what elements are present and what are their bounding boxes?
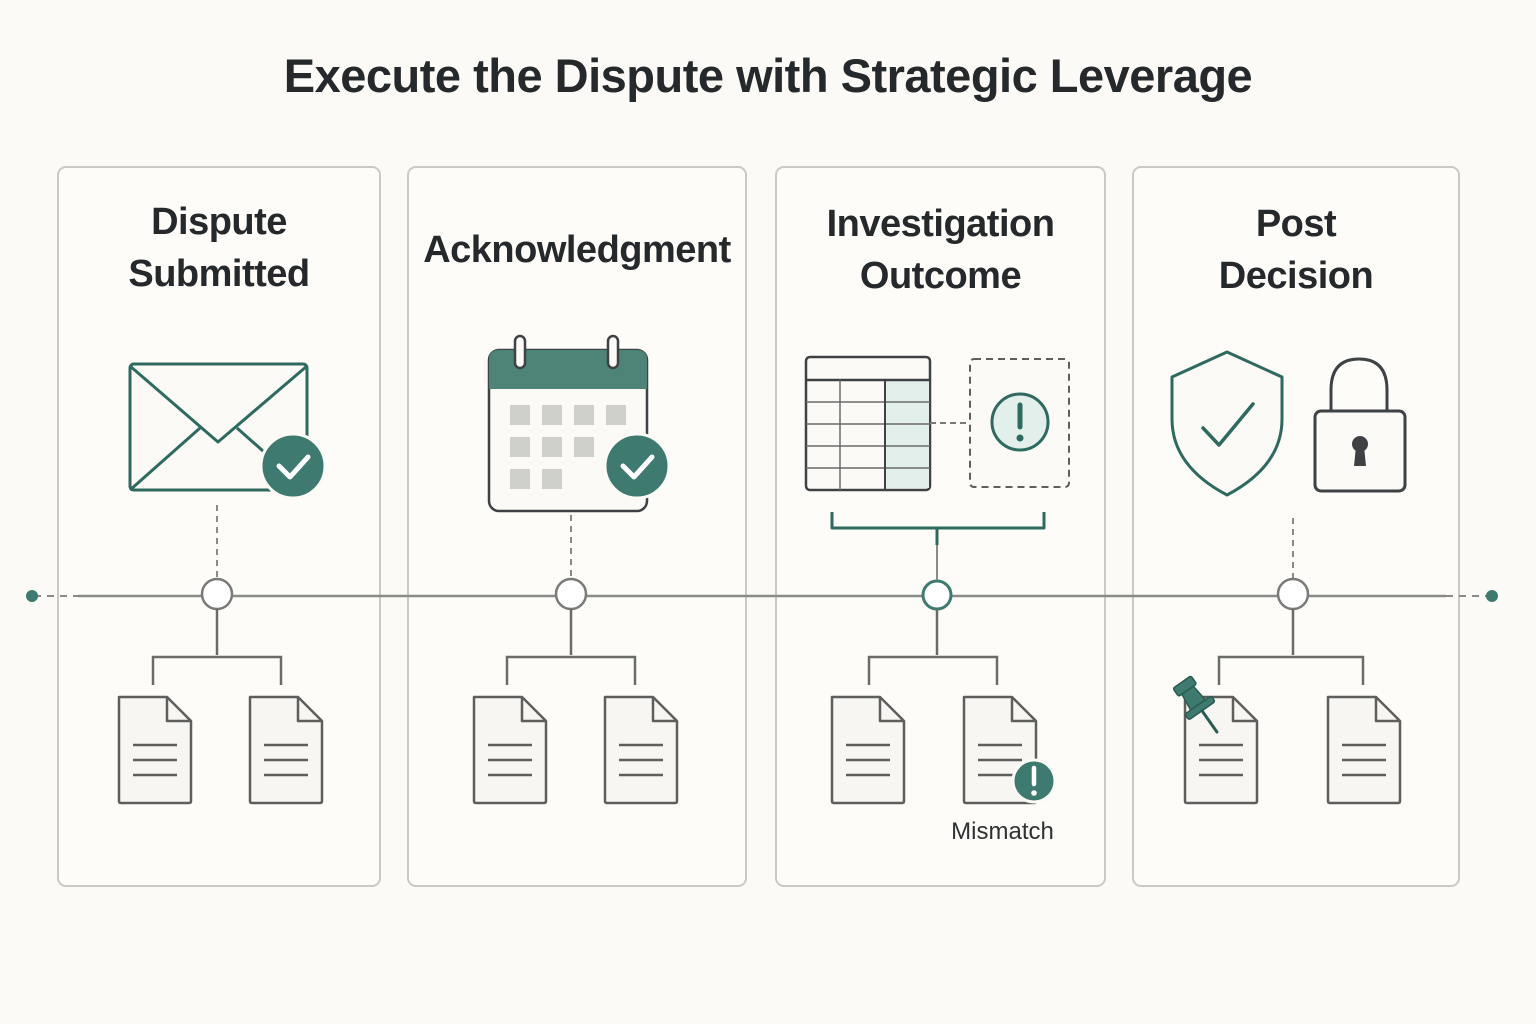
shield-check-icon [1170, 350, 1284, 497]
mismatch-label: Mismatch [951, 818, 1054, 845]
bracket [830, 512, 1046, 545]
check-circle-icon [259, 432, 327, 500]
timeline-node [200, 577, 234, 611]
document-icon [1326, 695, 1402, 805]
timeline-start-dot [26, 590, 38, 602]
step-panel-post-decision: Post Decision [1132, 166, 1460, 887]
step-title: Dispute Submitted [128, 201, 310, 295]
timeline-end-dot [1486, 590, 1498, 602]
timeline-node [554, 577, 588, 611]
step-title: Acknowledgment [423, 229, 731, 271]
step-title: Post Decision [1218, 203, 1374, 297]
document-icon [248, 695, 324, 805]
document-icon [117, 695, 193, 805]
document-icon [472, 695, 548, 805]
page-title: Execute the Dispute with Strategic Lever… [283, 49, 1253, 102]
check-circle-icon [603, 432, 671, 500]
document-icon [830, 695, 906, 805]
timeline-node [1276, 577, 1310, 611]
document-icon [603, 695, 679, 805]
padlock-icon [1313, 357, 1407, 493]
step-panel-acknowledgment: Acknowledgment [407, 166, 747, 887]
document-alert-icon [962, 695, 1057, 805]
step-panel-dispute-submitted: Dispute Submitted [57, 166, 381, 887]
alert-icon [969, 358, 1070, 488]
spreadsheet-icon [804, 355, 932, 492]
timeline-node [921, 579, 953, 611]
pinned-document-icon [1172, 675, 1259, 805]
step-title: Investigation Outcome [826, 203, 1055, 297]
timeline [26, 590, 1498, 602]
